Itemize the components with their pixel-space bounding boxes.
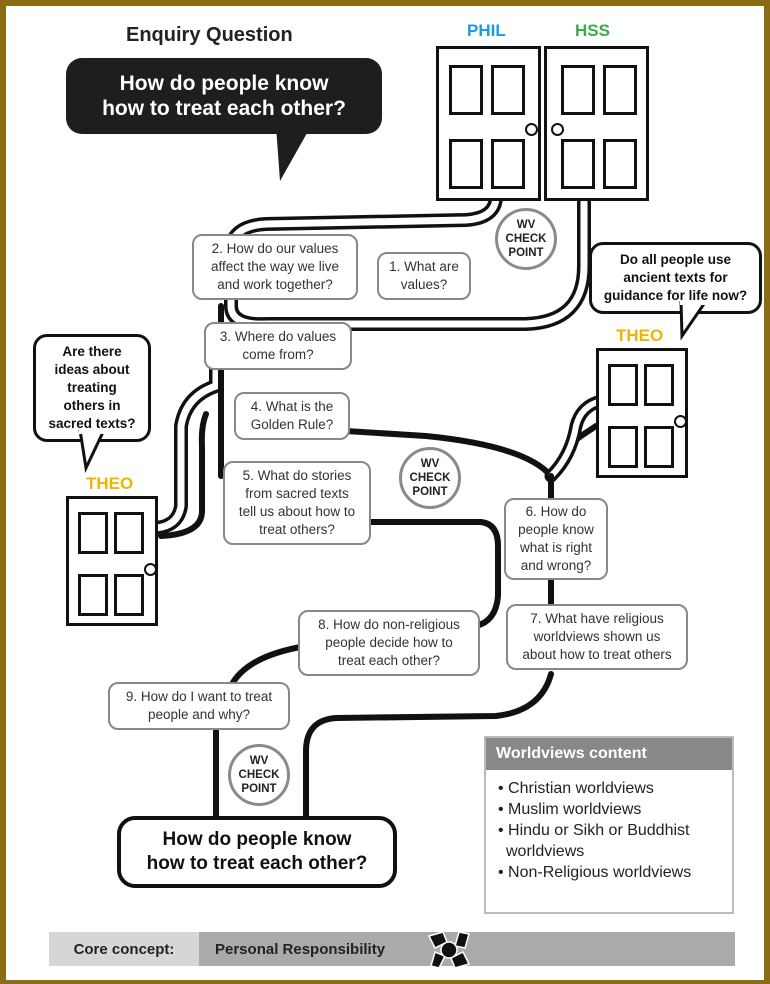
q5-line: tell us about how to — [238, 504, 356, 519]
phil-door[interactable] — [436, 46, 541, 201]
q9-line: 9. How do I want to treat — [125, 689, 273, 704]
wv-text: WV — [420, 458, 440, 470]
theo-left-door-knob — [144, 563, 157, 576]
page: Enquiry Question How do people know how … — [6, 6, 764, 980]
q7-line: 7. What have religious — [530, 611, 664, 626]
q3-line: 3. Where do values — [219, 329, 337, 344]
speech-bubble-left: Are there ideas about treating others in… — [33, 334, 151, 442]
q2-line: and work together? — [217, 277, 333, 292]
core-concept-bar: Core concept: Personal Responsibility — [49, 931, 735, 969]
speech-left-line: others in — [63, 398, 121, 413]
theo-right-door[interactable] — [596, 348, 688, 478]
bubble-tail — [276, 126, 311, 181]
worldview-item: • Christian worldviews — [498, 780, 654, 797]
question-2[interactable]: 2. How do our values affect the way we l… — [192, 234, 358, 300]
final-question-line-2: how to treat each other? — [146, 853, 368, 874]
speech-right-tail — [679, 301, 708, 341]
speech-left-line: treating — [67, 380, 117, 395]
theo-left-door[interactable] — [66, 496, 158, 626]
wv-checkpoint-2: WV CHECK POINT — [399, 447, 461, 509]
theo-right-door-knob — [674, 415, 687, 428]
wv-checkpoint-3: WV CHECK POINT — [228, 744, 290, 806]
speech-left-tail — [78, 430, 106, 474]
check-text: CHECK — [409, 472, 451, 484]
speech-left-line: Are there — [62, 344, 122, 359]
point-text: POINT — [241, 783, 277, 795]
theo-left-label: THEO — [86, 474, 134, 493]
q6-line: 6. How do — [525, 504, 587, 519]
q2-line: 2. How do our values — [211, 241, 339, 256]
worldview-item: • Non-Religious worldviews — [498, 864, 692, 881]
speech-right-line: Do all people use — [619, 252, 732, 267]
phil-door-knob — [525, 123, 538, 136]
point-text: POINT — [508, 247, 544, 259]
enquiry-title: Enquiry Question — [126, 24, 293, 46]
check-text: CHECK — [238, 769, 280, 781]
q1-line: 1. What are — [389, 259, 459, 274]
question-9[interactable]: 9. How do I want to treat people and why… — [108, 682, 290, 730]
final-question-line-1: How do people know — [162, 829, 352, 850]
worldviews-list: • Christian worldviews • Muslim worldvie… — [486, 778, 732, 883]
theo-right-label: THEO — [616, 326, 664, 345]
wv-text: WV — [516, 219, 536, 231]
core-concept-value: Personal Responsibility — [215, 940, 386, 958]
question-3[interactable]: 3. Where do values come from? — [204, 322, 352, 370]
q7-line: worldviews shown us — [533, 629, 661, 644]
question-4[interactable]: 4. What is the Golden Rule? — [234, 392, 350, 440]
phil-label: PHIL — [467, 21, 506, 40]
q5-line: from sacred texts — [245, 486, 349, 501]
point-text: POINT — [412, 486, 448, 498]
worldview-item: • Hindu or Sikh or Buddhist — [498, 822, 690, 839]
speech-bubble-right: Do all people use ancient texts for guid… — [589, 242, 762, 314]
q8-line: treat each other? — [337, 653, 441, 668]
q5-line: treat others? — [259, 522, 335, 537]
question-5[interactable]: 5. What do stories from sacred texts tel… — [223, 461, 371, 545]
worldview-item: • Muslim worldviews — [498, 801, 642, 818]
worldview-item: worldviews — [506, 843, 585, 860]
main-question-line-2: how to treat each other? — [102, 97, 346, 120]
main-question-line-1: How do people know — [119, 72, 329, 95]
q3-line: come from? — [242, 347, 314, 362]
hands-icon — [427, 931, 471, 969]
main-question-bubble: How do people know how to treat each oth… — [66, 58, 382, 134]
speech-left-line: ideas about — [54, 362, 130, 377]
question-8[interactable]: 8. How do non-religious people decide ho… — [298, 610, 480, 676]
core-concept-label: Core concept: — [49, 932, 199, 966]
question-1[interactable]: 1. What are values? — [377, 252, 471, 300]
worldviews-content-panel: Worldviews content • Christian worldview… — [484, 736, 734, 914]
question-6[interactable]: 6. How do people know what is right and … — [504, 498, 608, 580]
speech-right-line: ancient texts for — [623, 270, 728, 285]
hss-door[interactable] — [544, 46, 649, 201]
question-7[interactable]: 7. What have religious worldviews shown … — [506, 604, 688, 670]
q7-line: about how to treat others — [522, 647, 672, 662]
final-question: How do people know how to treat each oth… — [117, 816, 397, 888]
hss-door-knob — [551, 123, 564, 136]
worldviews-heading: Worldviews content — [486, 738, 732, 770]
q6-line: what is right — [519, 540, 593, 555]
speech-right-line: guidance for life now? — [603, 288, 748, 303]
pathway — [149, 189, 608, 821]
q4-line: Golden Rule? — [250, 417, 334, 432]
speech-left-line: sacred texts? — [48, 416, 136, 431]
q8-line: 8. How do non-religious — [318, 617, 460, 632]
q2-line: affect the way we live — [210, 259, 340, 274]
check-text: CHECK — [505, 233, 547, 245]
q6-line: and wrong? — [520, 558, 592, 573]
q9-line: people and why? — [147, 707, 251, 722]
wv-text: WV — [249, 755, 269, 767]
q8-line: people decide how to — [325, 635, 453, 650]
wv-checkpoint-1: WV CHECK POINT — [495, 208, 557, 270]
q6-line: people know — [518, 522, 594, 537]
q1-line: values? — [400, 277, 448, 292]
q4-line: 4. What is the — [250, 399, 334, 414]
q5-line: 5. What do stories — [242, 468, 352, 483]
hss-label: HSS — [575, 21, 610, 40]
